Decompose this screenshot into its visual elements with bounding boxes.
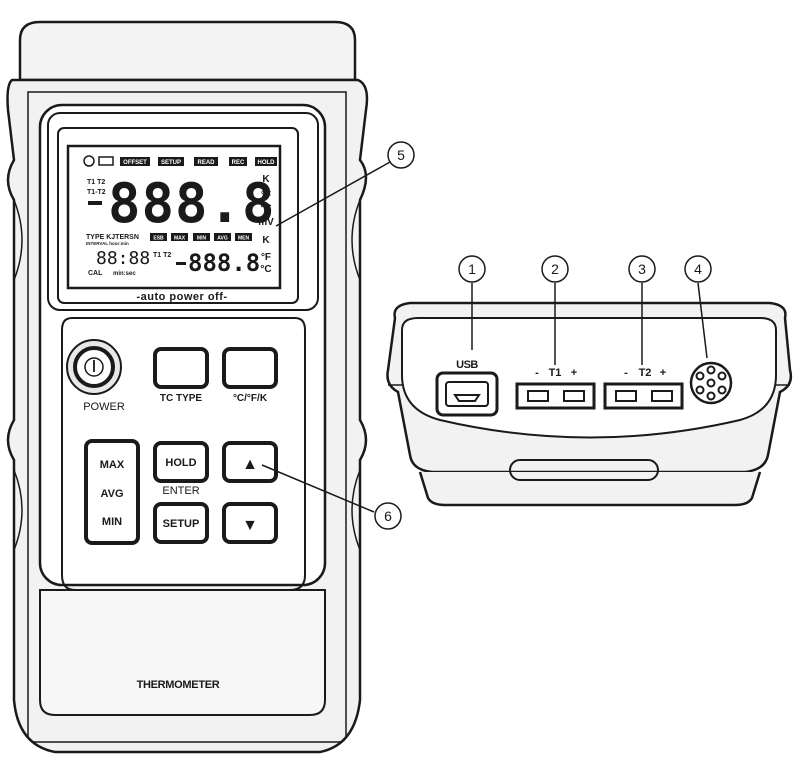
lcd-interval-label: INTERVAL hour:min: [86, 241, 129, 246]
lcd-probe-label-t1t2: T1 T2: [87, 179, 105, 186]
t2-thermocouple-socket[interactable]: [603, 382, 684, 410]
hold-label: HOLD: [165, 457, 196, 469]
callout-3-number: 3: [638, 261, 646, 277]
callout-5: [387, 141, 415, 169]
t1-label: T1: [549, 367, 562, 379]
callout-circles: [374, 141, 712, 530]
lcd-sub-reading: 888.8: [188, 249, 260, 277]
callout-4-number: 4: [694, 261, 702, 277]
callout-2: [541, 255, 569, 283]
lcd-mode-tag: MIN: [197, 236, 207, 242]
hold-button[interactable]: [153, 441, 209, 483]
lcd-sub-minus-sign: [176, 262, 186, 265]
lcd-minsec-label: min:sec: [113, 271, 136, 277]
lcd-tag-rec: REC: [232, 160, 245, 166]
lcd-sub-probe-label: T1 T2: [153, 252, 171, 259]
brand-label: THERMOMETER: [137, 679, 220, 691]
round-connector-port[interactable]: [689, 361, 733, 405]
down-button[interactable]: [222, 502, 278, 544]
lcd-minus-sign: [88, 201, 102, 205]
unit-toggle-button[interactable]: [222, 347, 278, 389]
callout-3: [628, 255, 656, 283]
lcd-unit-mv: mV: [258, 217, 274, 228]
lcd-mode-tag: MAX: [174, 236, 186, 242]
lcd-mode-tag: ESB: [153, 236, 164, 242]
max-label: MAX: [100, 459, 125, 471]
lcd-type-label: TYPE KJTERSN: [86, 234, 139, 241]
setup-button[interactable]: [153, 502, 209, 544]
t2-label: T2: [639, 367, 652, 379]
lcd-unit-c: °C: [260, 203, 271, 214]
keypad: [66, 339, 278, 545]
callout-1-number: 1: [468, 261, 476, 277]
lcd-probe-label-diff: T1-T2: [87, 189, 106, 196]
t1-minus-label: -: [535, 367, 539, 379]
lcd-sub-unit-k: K: [262, 235, 270, 246]
lcd-clock-reading: 88:88: [96, 248, 150, 269]
tc-type-label: TC TYPE: [160, 393, 203, 404]
auto-power-off-banner: -auto power off-: [136, 291, 227, 303]
lcd-mode-tags: ESB MAX MIN AVG MEN: [150, 233, 252, 242]
unit-toggle-label: °C/°F/K: [233, 393, 268, 404]
setup-label: SETUP: [163, 518, 200, 530]
max-avg-min-button[interactable]: [84, 439, 140, 545]
tc-type-button[interactable]: [153, 347, 209, 389]
callout-4: [684, 255, 712, 283]
lcd-screen: OFFSET SETUP READ REC HOLD T1 T2 T1-T2 8…: [57, 127, 299, 304]
up-button[interactable]: [222, 441, 278, 483]
lcd-mode-tag: MEN: [238, 236, 250, 242]
usb-port[interactable]: [435, 371, 499, 417]
lcd-tag-offset: OFFSET: [123, 160, 147, 166]
callout-1: [458, 255, 486, 283]
lcd-sub-unit-f: °F: [261, 252, 271, 263]
min-label: MIN: [102, 516, 122, 528]
lcd-unit-f: °F: [261, 190, 271, 201]
down-arrow-icon: ▼: [242, 517, 258, 534]
t2-minus-label: -: [624, 367, 628, 379]
battery-icon: [98, 156, 114, 166]
usb-label: USB: [456, 359, 478, 371]
lcd-cal-label: CAL: [88, 270, 103, 277]
lcd-mode-tag: AVG: [217, 236, 228, 242]
lcd-unit-k: K: [262, 174, 270, 185]
callout-6: [374, 502, 402, 530]
t2-plus-label: +: [660, 367, 666, 379]
lcd-main-reading: 888.8: [108, 172, 276, 235]
callout-leaders: [261, 161, 708, 513]
lcd-tag-setup: SETUP: [161, 160, 181, 166]
lcd-sub-unit-c: °C: [260, 264, 271, 275]
t1-thermocouple-socket[interactable]: [515, 382, 596, 410]
avg-label: AVG: [100, 488, 123, 500]
callout-6-number: 6: [384, 508, 392, 524]
power-indicator-icon: [83, 155, 95, 167]
up-arrow-icon: ▲: [242, 456, 258, 473]
callout-2-number: 2: [551, 261, 559, 277]
lcd-top-tags: OFFSET SETUP READ REC HOLD: [120, 157, 277, 166]
callout-5-number: 5: [397, 147, 405, 163]
t1-plus-label: +: [571, 367, 577, 379]
lcd-tag-hold: HOLD: [258, 160, 276, 166]
enter-label: ENTER: [162, 485, 199, 497]
power-label: POWER: [83, 401, 125, 413]
lcd-tag-read: READ: [197, 160, 215, 166]
